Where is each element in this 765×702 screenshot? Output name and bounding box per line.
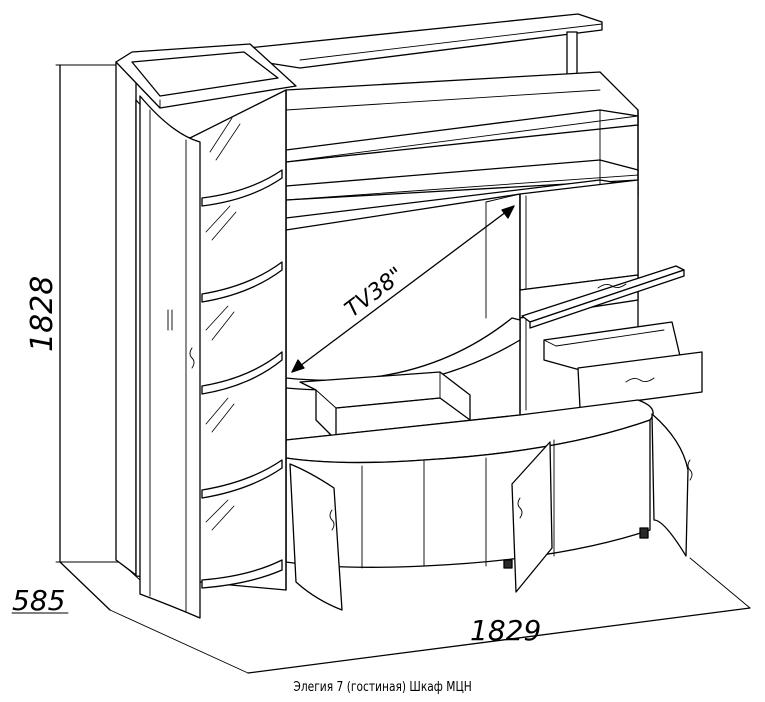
width-label: 1829 bbox=[470, 614, 541, 647]
base-cabinet bbox=[275, 399, 654, 573]
height-label: 1828 bbox=[25, 276, 60, 352]
depth-dimension: 585 bbox=[11, 559, 141, 617]
column-glass-door bbox=[139, 95, 201, 619]
lower-middle-door bbox=[511, 441, 553, 593]
height-dimension: 1828 bbox=[25, 64, 121, 563]
right-cabinet bbox=[519, 265, 703, 409]
lower-left-door bbox=[289, 463, 343, 611]
lower-right-door bbox=[651, 413, 693, 557]
width-dimension: 1829 bbox=[109, 557, 751, 674]
drawing-caption: Элегия 7 (гостиная) Шкаф МЦН bbox=[293, 680, 472, 695]
depth-label: 585 bbox=[12, 584, 65, 617]
left-column-cabinet bbox=[115, 43, 297, 619]
tv-niche bbox=[285, 179, 639, 441]
